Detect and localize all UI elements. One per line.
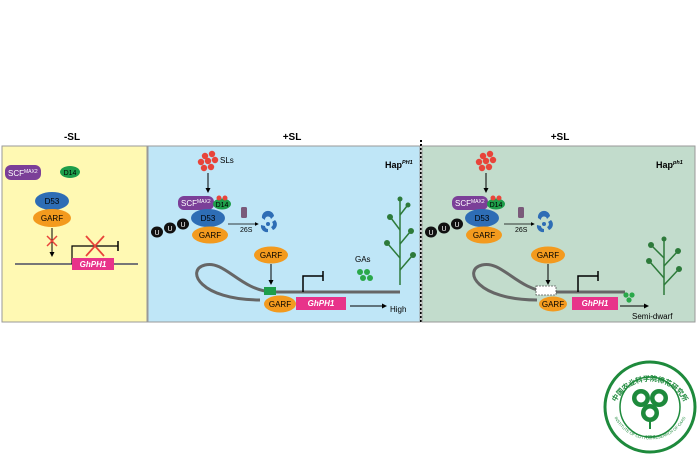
garf-binding-site (264, 287, 276, 295)
svg-text:GARF: GARF (537, 251, 559, 260)
gibberellin-molecules (623, 292, 635, 303)
logo-year: 1957 (645, 434, 656, 439)
svg-text:GARF: GARF (41, 214, 63, 223)
d53-protein: D53 (465, 209, 499, 227)
svg-text:D14: D14 (216, 202, 229, 209)
d14-protein: D14 (213, 195, 231, 210)
svg-text:D53: D53 (201, 214, 216, 223)
panel-header-minus-sl: -SL (64, 132, 80, 143)
svg-text:26S: 26S (240, 227, 253, 234)
strigolactone-molecules (475, 150, 497, 172)
panel-header-plus-sl-semidwarf: +SL (551, 132, 570, 143)
svg-text:U: U (454, 222, 459, 229)
svg-text:GARF: GARF (473, 231, 495, 240)
mutated-binding-site (535, 285, 557, 296)
sls-label: SLs (220, 156, 234, 165)
gene-ghph1: GhPH1 (572, 297, 618, 310)
dna-loop (195, 262, 400, 302)
strigolactone-molecules (197, 150, 219, 172)
d14-protein: D14 (487, 195, 505, 210)
svg-text:U: U (428, 230, 433, 237)
dna-loop (472, 262, 625, 302)
garf-protein-bound: GARF (539, 296, 567, 312)
svg-text:SCFMAX2: SCFMAX2 (455, 199, 485, 208)
garf-protein-complex: GARF (466, 226, 502, 244)
svg-text:D53: D53 (475, 214, 490, 223)
garf-protein-bound: GARF (264, 295, 296, 313)
svg-text:D14: D14 (490, 202, 503, 209)
svg-text:GhPH1: GhPH1 (582, 299, 609, 308)
d14-protein: D14 (60, 166, 80, 178)
d53-protein: D53 (191, 209, 225, 227)
panel-plus-sl-high: +SL HapPH1 SLs SCFMAX2 D14 D53 (147, 132, 421, 323)
panel-plus-sl-semidwarf: +SL Happh1 SCFMAX2 D14 D53 GARF (421, 132, 696, 323)
gas-label: GAs (355, 255, 371, 264)
red-cross-mark-large (85, 235, 105, 257)
promoter-arrow (302, 275, 323, 292)
promoter-arrow (577, 275, 598, 292)
scf-max2-complex: SCFMAX2 (452, 196, 488, 210)
svg-text:GhPH1: GhPH1 (308, 299, 335, 308)
gibberellin-molecules (357, 269, 373, 281)
haplotype-label-ph1-mutant: Happh1 (656, 160, 683, 170)
red-cross-mark-small (46, 235, 58, 247)
panel-background-plus-sl-high (147, 145, 421, 323)
scf-max2-complex: SCFMAX2 (5, 165, 41, 180)
garf-protein-free: GARF (254, 246, 288, 264)
svg-text:GARF: GARF (269, 300, 291, 309)
semi-dwarf-cotton-plant-icon (646, 236, 682, 295)
panel-minus-sl: -SL SCFMAX2 D14 D53 GARF (1, 132, 148, 323)
phenotype-high: High (390, 305, 406, 314)
panel-header-plus-sl-high: +SL (283, 132, 302, 143)
svg-text:SCFMAX2: SCFMAX2 (181, 199, 211, 208)
svg-text:26S: 26S (515, 227, 528, 234)
svg-text:U: U (180, 222, 185, 229)
tall-cotton-plant-icon (384, 196, 416, 285)
svg-text:D53: D53 (45, 197, 60, 206)
gene-ghph1: GhPH1 (72, 258, 114, 270)
degraded-d53-icon (536, 210, 553, 233)
gene-ghph1: GhPH1 (296, 297, 346, 310)
svg-text:SCFMAX2: SCFMAX2 (8, 169, 38, 178)
svg-text:GARF: GARF (260, 251, 282, 260)
svg-text:U: U (154, 230, 159, 237)
svg-text:D14: D14 (64, 170, 77, 177)
scf-max2-complex: SCFMAX2 (178, 196, 214, 210)
svg-text:U: U (167, 226, 172, 233)
degraded-d53-icon (260, 210, 277, 233)
ubiquitin-chain: U U U (151, 218, 189, 238)
d53-protein: D53 (35, 192, 69, 210)
svg-text:GARF: GARF (542, 300, 564, 309)
garf-protein: GARF (33, 209, 71, 227)
cotton-boll-icon (632, 389, 668, 429)
panel-background-plus-sl-semidwarf (421, 145, 696, 323)
ubiquitin-chain: U U U (425, 218, 463, 238)
garf-protein-free: GARF (531, 246, 565, 264)
svg-text:GARF: GARF (199, 231, 221, 240)
garf-protein-complex: GARF (192, 226, 228, 244)
haplotype-label-ph1: HapPH1 (385, 160, 413, 170)
cotton-institute-logo: 中国农业科学院棉花研究所 INSTITUTE OF COTTON RESEARC… (603, 360, 697, 454)
svg-text:U: U (441, 226, 446, 233)
proteasome-26s: 26S (504, 207, 535, 234)
svg-text:GhPH1: GhPH1 (80, 260, 107, 269)
phenotype-semi-dwarf: Semi-dwarf (632, 312, 673, 321)
proteasome-26s: 26S (228, 207, 259, 234)
